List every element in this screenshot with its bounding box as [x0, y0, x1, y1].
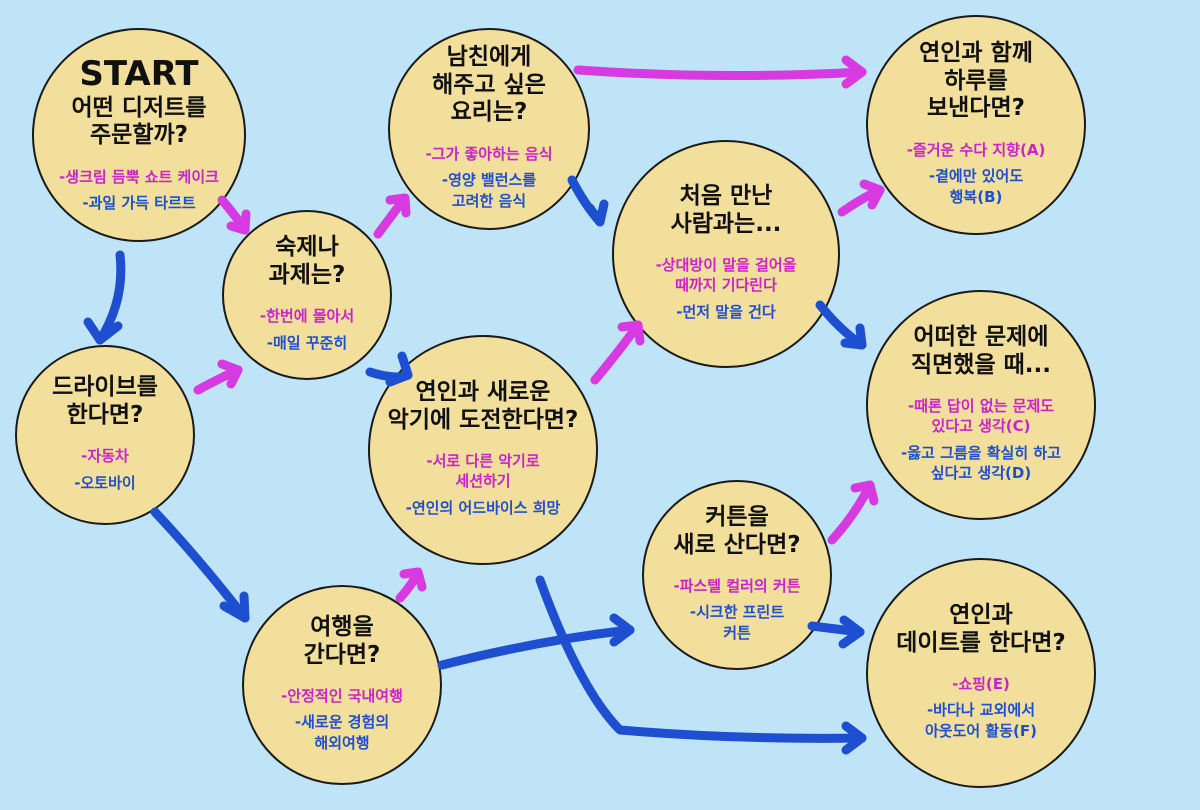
start-question: 어떤 디저트를 주문할까?	[71, 94, 207, 149]
start-title: START	[79, 53, 199, 94]
arrow-travel-to-curtain	[437, 625, 635, 670]
curtain-option-2: -시크한 프린트 커튼	[689, 603, 785, 642]
start-option-2: -과일 가득 타르트	[82, 193, 196, 212]
travel-option-1: -안정적인 국내여행	[281, 687, 403, 706]
result-cd-node: 어떠한 문제에 직면했을 때... -때론 답이 없는 문제도 있다고 생각(C…	[866, 290, 1096, 520]
curtain-node: 커튼을 새로 산다면? -파스텔 컬러의 커튼 -시크한 프린트 커튼	[642, 480, 832, 670]
first-meet-question: 처음 만난 사람과는...	[670, 183, 782, 237]
arrow-drive-to-travel	[150, 507, 250, 623]
result-ab-question: 연인과 함께 하루를 보낸다면?	[919, 40, 1033, 122]
instrument-option-1: -서로 다른 악기로 세션하기	[426, 452, 540, 491]
instrument-node: 연인과 새로운 악기에 도전한다면? -서로 다른 악기로 세션하기 -연인의 …	[368, 335, 598, 565]
start-option-1: -생크림 듬뿍 쇼트 케이크	[59, 167, 219, 186]
travel-option-2: -새로운 경험의 해외여행	[294, 713, 390, 752]
arrow-start-to-drive	[95, 250, 126, 345]
drive-option-2: -오토바이	[74, 473, 136, 492]
arrow-instrument-to-ef-head	[841, 721, 867, 755]
drive-question: 드라이브를 한다면?	[52, 374, 158, 428]
result-ab-option-2: -곁에만 있어도 행복(B)	[928, 167, 1024, 206]
curtain-question: 커튼을 새로 산다면?	[673, 504, 801, 558]
result-ab-node: 연인과 함께 하루를 보낸다면? -즐거운 수다 지향(A) -곁에만 있어도 …	[866, 15, 1086, 235]
result-ef-option-2: -바다나 교외에서 아웃도어 활동(F)	[925, 701, 1037, 740]
arrow-curtain-to-ef-head	[838, 615, 865, 649]
arrow-curtain-to-cd	[827, 480, 875, 545]
homework-option-2: -매일 꾸준히	[266, 333, 348, 352]
arrow-start-to-drive-head	[83, 317, 123, 345]
travel-node: 여행을 간다면? -안정적인 국내여행 -새로운 경험의 해외여행	[242, 585, 442, 785]
arrow-travel-to-instrument-head	[399, 567, 427, 592]
cook-question: 남친에게 해주고 싶은 요리는?	[432, 44, 546, 126]
curtain-option-1: -파스텔 컬러의 커튼	[673, 577, 801, 596]
drive-node: 드라이브를 한다면? -자동차 -오토바이	[15, 345, 195, 525]
result-ab-option-1: -즐거운 수다 지향(A)	[906, 141, 1046, 160]
arrow-travel-to-curtain-head	[609, 613, 635, 647]
result-ef-option-1: -쇼핑(E)	[952, 675, 1010, 694]
first-meet-option-1: -상대방이 말을 걸어올 때까지 기다린다	[655, 256, 797, 295]
homework-question: 숙제나 과제는?	[268, 234, 346, 288]
arrow-cook-to-firstmeet-head	[585, 199, 609, 227]
result-ef-question: 연인과 데이트를 한다면?	[896, 602, 1066, 656]
first-meet-node: 처음 만난 사람과는... -상대방이 말을 걸어올 때까지 기다린다 -먼저 …	[612, 140, 840, 368]
result-cd-question: 어떠한 문제에 직면했을 때...	[910, 323, 1052, 378]
result-ef-node: 연인과 데이트를 한다면? -쇼핑(E) -바다나 교외에서 아웃도어 활동(F…	[866, 558, 1096, 788]
drive-option-1: -자동차	[81, 447, 129, 466]
instrument-question: 연인과 새로운 악기에 도전한다면?	[387, 379, 579, 433]
first-meet-option-2: -먼저 말을 건다	[676, 302, 776, 321]
travel-question: 여행을 간다면?	[303, 614, 381, 668]
homework-node: 숙제나 과제는? -한번에 몰아서 -매일 꾸준히	[222, 210, 392, 380]
result-cd-option-1: -때론 답이 없는 문제도 있다고 생각(C)	[907, 397, 1055, 436]
instrument-option-2: -연인의 어드바이스 희망	[405, 498, 561, 517]
start-node: START 어떤 디저트를 주문할까? -생크림 듬뿍 쇼트 케이크 -과일 가…	[32, 28, 246, 242]
arrow-firstmeet-to-cd-head	[840, 323, 867, 350]
arrow-cook-to-ab-head	[841, 55, 867, 89]
cook-option-1: -그가 좋아하는 음식	[425, 145, 553, 164]
arrow-cook-to-ab	[573, 65, 867, 81]
arrow-drive-to-travel-head	[219, 591, 250, 623]
cook-node: 남친에게 해주고 싶은 요리는? -그가 좋아하는 음식 -영양 밸런스를 고려…	[388, 28, 590, 230]
homework-option-1: -한번에 몰아서	[259, 307, 355, 326]
result-cd-option-2: -옳고 그름을 확실히 하고 싶다고 생각(D)	[901, 443, 1061, 482]
cook-option-2: -영양 밸런스를 고려한 음식	[441, 171, 537, 210]
